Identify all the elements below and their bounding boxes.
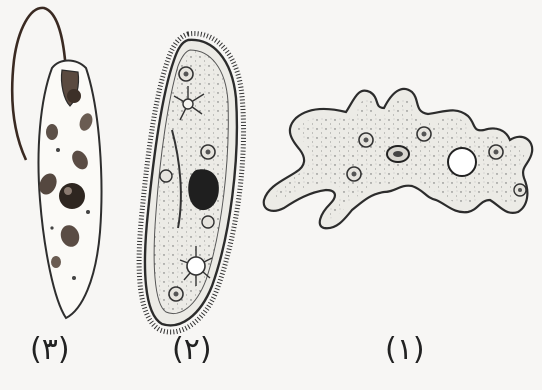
amoeba-food-vacuole-dot xyxy=(352,172,357,177)
euglena-granule xyxy=(56,148,60,152)
euglena-granule xyxy=(86,210,90,214)
paramecium-vacuole-dot xyxy=(184,72,189,77)
euglena-chloroplast xyxy=(46,124,58,140)
euglena-drawing xyxy=(12,8,101,318)
amoeba-nucleolus xyxy=(393,151,403,157)
amoeba-food-vacuole-dot xyxy=(494,150,499,155)
euglena-chloroplast xyxy=(51,256,61,268)
paramecium-contractile-vacuole-bottom-center xyxy=(187,257,205,275)
label-amoeba: (١) xyxy=(385,332,425,367)
euglena-nucleus xyxy=(59,183,85,209)
paramecium-vacuole xyxy=(160,170,172,182)
paramecium-drawing xyxy=(139,34,243,333)
euglena-eyespot xyxy=(67,89,81,103)
label-paramecium: (٢) xyxy=(172,332,212,367)
amoeba-contractile-vacuole xyxy=(448,148,476,176)
paramecium-vacuole xyxy=(202,216,214,228)
paramecium-vacuole-dot xyxy=(206,150,211,155)
label-euglena: (٣) xyxy=(30,332,70,367)
euglena-granule xyxy=(72,276,76,280)
amoeba-drawing xyxy=(264,89,532,228)
amoeba-food-vacuole-dot xyxy=(518,188,522,192)
amoeba-food-vacuole-dot xyxy=(422,132,427,137)
paramecium-vacuole-dot xyxy=(174,292,179,297)
amoeba-food-vacuole-dot xyxy=(364,138,369,143)
euglena-nucleus-highlight xyxy=(64,187,72,195)
paramecium-contractile-vacuole-top-center xyxy=(183,99,193,109)
euglena-granule xyxy=(50,226,53,229)
